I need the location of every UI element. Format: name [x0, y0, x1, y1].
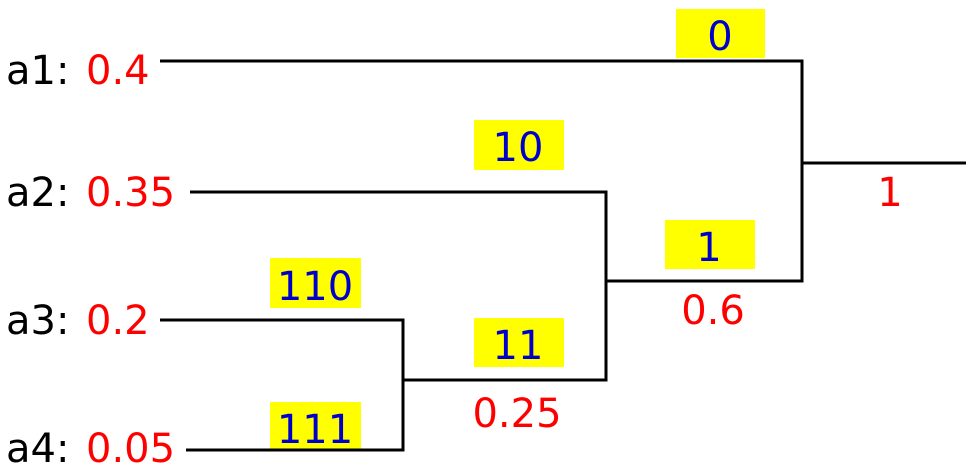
code-highlight-node-a2a3a4 [665, 220, 755, 269]
node-prob-a3a4: 0.25 [472, 391, 561, 437]
code-label-node-a3a4: 11 [493, 323, 544, 369]
leaf-symbol-a3: a3: [6, 298, 69, 344]
node-prob-a2a3a4: 0.6 [681, 288, 745, 334]
code-highlight-a4 [270, 402, 361, 451]
node-prob-root: 1 [877, 170, 902, 216]
leaf-prob-a3: 0.2 [86, 298, 150, 344]
code-highlight-node-a3a4 [474, 318, 564, 367]
code-label-node-a2a3a4: 1 [696, 225, 721, 271]
code-label-a3: 110 [277, 264, 353, 310]
leaf-prob-a1: 0.4 [86, 48, 150, 94]
leaf-symbol-a4: a4: [6, 426, 69, 472]
edge-a3-a4-to-node-a3a4 [160, 318, 405, 452]
code-highlight-a3 [270, 258, 361, 308]
leaf-symbol-a2: a2: [6, 170, 69, 216]
edge-a1-to-root [160, 59, 804, 283]
code-highlight-a1 [676, 9, 765, 58]
leaf-prob-a2: 0.35 [86, 170, 175, 216]
leaf-prob-a4: 0.05 [86, 426, 175, 472]
code-label-a1: 0 [707, 14, 732, 60]
leaf-symbol-a1: a1: [6, 48, 69, 94]
code-label-a4: 111 [277, 407, 353, 453]
code-highlight-a2 [474, 120, 564, 170]
edge-a2-to-node-a2a3a4 [190, 190, 608, 382]
code-label-a2: 10 [493, 125, 544, 171]
